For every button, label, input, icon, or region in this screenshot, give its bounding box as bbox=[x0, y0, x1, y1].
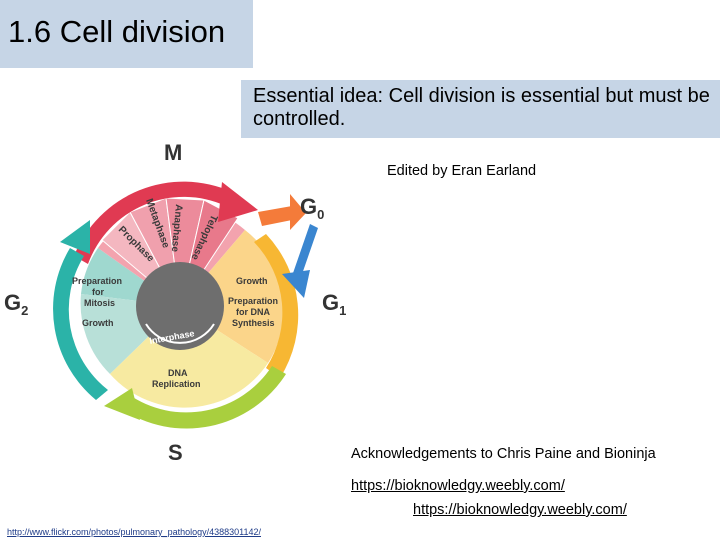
acknowledgements-text: Acknowledgements to Chris Paine and Bion… bbox=[351, 446, 656, 462]
phase-g1-label: G1 bbox=[322, 290, 346, 318]
image-credit-link[interactable]: http://www.flickr.com/photos/pulmonary_p… bbox=[7, 527, 261, 537]
slide-title: 1.6 Cell division bbox=[8, 14, 226, 49]
s-dna-label: DNA bbox=[168, 368, 188, 378]
g1-sector bbox=[180, 230, 284, 363]
s-ring bbox=[120, 366, 286, 429]
m-arrowhead bbox=[218, 182, 258, 222]
s-sector bbox=[110, 306, 268, 408]
bioknowledgy-link-secondary[interactable]: https://bioknowledgy.weebly.com/ bbox=[413, 502, 627, 518]
phase-g0-label: G0 bbox=[300, 194, 324, 222]
g1-prep-label: Preparation bbox=[228, 296, 278, 306]
g2-prep-label: Preparation bbox=[72, 276, 122, 286]
g0-arrowhead bbox=[290, 194, 306, 230]
edited-by-text: Edited by Eran Earland bbox=[387, 163, 537, 179]
interphase-arc bbox=[145, 323, 215, 344]
cell-cycle-diagram: M G0 G1 G2 S Prophase Metaphase Anaphase… bbox=[4, 140, 346, 465]
phase-m-label: M bbox=[164, 140, 182, 165]
phase-s-label: S bbox=[168, 440, 183, 465]
g1-synthesis-label: Synthesis bbox=[232, 318, 275, 328]
s-arrowhead bbox=[104, 388, 140, 420]
g2-mitosis-label: Mitosis bbox=[84, 298, 115, 308]
g1-dna-label: for DNA bbox=[236, 307, 270, 317]
phase-g2-label: G2 bbox=[4, 290, 28, 318]
essential-idea-text: Essential idea: Cell division is essenti… bbox=[253, 85, 710, 130]
s-replication-label: Replication bbox=[152, 379, 201, 389]
g1-blue-arrow bbox=[292, 224, 318, 280]
g1-ring bbox=[254, 234, 299, 378]
g2-ring bbox=[53, 248, 108, 400]
g0-arrow-body bbox=[258, 206, 292, 226]
essential-idea-box: Essential idea: Cell division is essenti… bbox=[241, 80, 720, 138]
title-box: 1.6 Cell division bbox=[0, 0, 253, 68]
g2-for-label: for bbox=[92, 287, 104, 297]
m-ring bbox=[74, 181, 232, 264]
g2-arrowhead bbox=[60, 220, 90, 254]
g1-growth-label: Growth bbox=[236, 276, 268, 286]
interphase-center bbox=[136, 262, 224, 350]
g2-growth-label: Growth bbox=[82, 318, 114, 328]
bioknowledgy-link[interactable]: https://bioknowledgy.weebly.com/ bbox=[351, 478, 565, 494]
g1-blue-arrowhead bbox=[282, 270, 310, 298]
anaphase-label: Anaphase bbox=[169, 204, 184, 253]
